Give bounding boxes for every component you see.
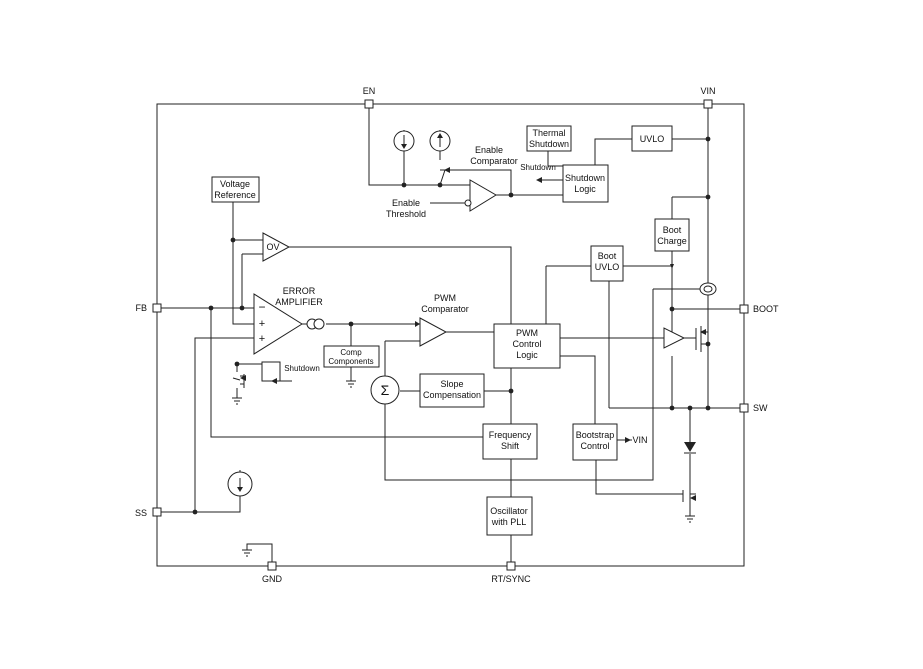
shutdown-ss-label: Shutdown (284, 364, 320, 373)
bootstrap-vin-label: VIN (632, 435, 647, 445)
oscillator-block: Oscillator with PLL (486, 496, 533, 536)
thermal-shutdown-block: Thermal Shutdown (526, 125, 572, 152)
slope-compensation-label-2: Compensation (423, 390, 481, 400)
junction-dots (192, 136, 711, 515)
svg-text:+: + (259, 333, 265, 345)
boot-uvlo-block: Boot UVLO (590, 245, 624, 282)
ss-current-source (227, 471, 253, 497)
pin-rtsync-label: RT/SYNC (491, 574, 531, 584)
pin-boot: BOOT (739, 304, 779, 314)
shutdown-logic-label-1: Shutdown (565, 173, 605, 183)
bootstrap-control-label-2: Control (580, 441, 609, 451)
pin-rtsync: RT/SYNC (491, 561, 531, 584)
bootstrap-control-label-1: Bootstrap (576, 430, 615, 440)
shutdown-logic-label-2: Logic (574, 184, 596, 194)
sigma-label: Σ (381, 382, 390, 398)
oscillator-label-2: with PLL (491, 517, 527, 527)
pin-sw: SW (739, 403, 768, 413)
wires (161, 108, 744, 562)
pwm-control-logic-label-1: PWM (516, 328, 538, 338)
svg-text:+: + (259, 318, 265, 330)
voltage-reference-block: Voltage Reference (211, 176, 260, 203)
comp-components-block: Comp Components (323, 345, 380, 368)
pin-sw-label: SW (753, 403, 768, 413)
ov-label: OV (266, 242, 279, 252)
diode (684, 442, 696, 454)
en-current-source-1 (393, 130, 415, 152)
ov-comparator: OV (262, 232, 291, 262)
shutdown-signal-label: Shutdown (520, 163, 556, 172)
thermal-shutdown-label-1: Thermal (532, 128, 565, 138)
pin-gnd: GND (262, 561, 283, 584)
pin-boot-label: BOOT (753, 304, 779, 314)
boot-charge-block: Boot Charge (654, 218, 690, 252)
boot-uvlo-label-1: Boot (598, 251, 617, 261)
pin-fb-label: FB (135, 303, 147, 313)
comp-components-label-1: Comp (340, 348, 362, 357)
error-amplifier-label-2: AMPLIFIER (275, 297, 323, 307)
pin-en: EN (363, 86, 376, 109)
boot-uvlo-label-2: UVLO (595, 262, 620, 272)
boot-charge-label-2: Charge (657, 236, 687, 246)
bootstrap-control-block: Bootstrap Control (572, 423, 618, 461)
pwm-control-logic-block: PWM Control Logic (493, 323, 561, 369)
enable-comparator-label-1: Enable (475, 145, 503, 155)
frequency-shift-label-2: Shift (501, 441, 520, 451)
uvlo-block: UVLO (631, 125, 673, 152)
pin-fb: FB (135, 303, 162, 313)
error-amplifier-label-1: ERROR (283, 286, 316, 296)
comp-components-label-2: Components (328, 357, 373, 366)
pwm-comparator-label-1: PWM (434, 293, 456, 303)
boot-charge-label-1: Boot (663, 225, 682, 235)
thermal-shutdown-label-2: Shutdown (529, 139, 569, 149)
enable-threshold-label-1: Enable (392, 198, 420, 208)
pin-ss: SS (135, 507, 162, 518)
pin-vin-label: VIN (700, 86, 715, 96)
pwm-control-logic-label-3: Logic (516, 350, 538, 360)
ground-symbols (232, 380, 695, 557)
pwm-comparator-label-2: Comparator (421, 304, 469, 314)
uvlo-label: UVLO (640, 134, 665, 144)
shutdown-logic-block: Shutdown Logic (562, 164, 609, 203)
error-amplifier: − + + ERROR AMPLIFIER (253, 286, 325, 355)
slope-compensation-label-1: Slope (440, 379, 463, 389)
enable-threshold-label-2: Threshold (386, 209, 426, 219)
slope-compensation-block: Slope Compensation (419, 373, 485, 408)
chip-outline (156, 103, 745, 567)
frequency-shift-label-1: Frequency (489, 430, 532, 440)
voltage-reference-label-1: Voltage (220, 179, 250, 189)
current-sense (699, 282, 717, 296)
pin-vin: VIN (700, 86, 716, 109)
arrows (240, 167, 706, 501)
summing-node: Σ (370, 375, 400, 405)
pin-gnd-label: GND (262, 574, 283, 584)
pin-en-label: EN (363, 86, 376, 96)
en-current-source-2 (429, 130, 451, 152)
pin-ss-label: SS (135, 508, 147, 518)
enable-comparator-label-2: Comparator (470, 156, 518, 166)
pwm-comparator: PWM Comparator (415, 293, 469, 347)
enable-comparator: Enable Comparator (464, 145, 518, 212)
frequency-shift-block: Frequency Shift (482, 423, 538, 460)
high-side-driver (663, 327, 686, 349)
svg-text:−: − (258, 300, 265, 314)
pwm-control-logic-label-2: Control (512, 339, 541, 349)
voltage-reference-label-2: Reference (214, 190, 256, 200)
oscillator-label-1: Oscillator (490, 506, 528, 516)
